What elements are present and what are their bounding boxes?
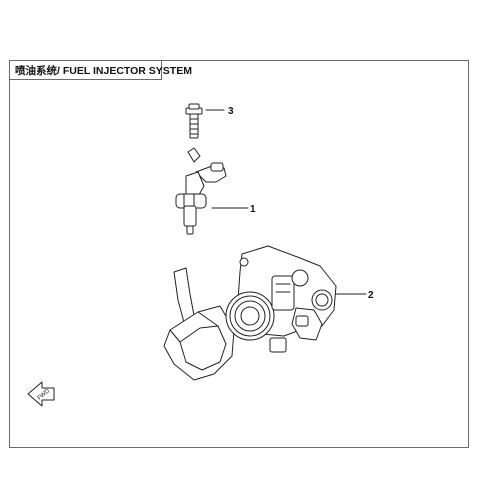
intake-manifold	[163, 267, 235, 381]
arrow-icon	[27, 381, 55, 407]
title-box: 喷油系统/ FUEL INJECTOR SYSTEM	[9, 60, 192, 80]
callout-1-label: 1	[250, 204, 256, 215]
callout-2-label: 2	[368, 290, 374, 301]
fuel-injector-part[interactable]	[175, 147, 227, 235]
callout-3-label: 3	[228, 106, 234, 117]
throttle-body-part[interactable]	[225, 245, 337, 353]
bolt-part[interactable]	[185, 103, 203, 139]
page-title: 喷油系统/ FUEL INJECTOR SYSTEM	[15, 64, 192, 77]
fwd-direction-marker	[27, 381, 55, 407]
diagram-frame	[9, 60, 469, 448]
